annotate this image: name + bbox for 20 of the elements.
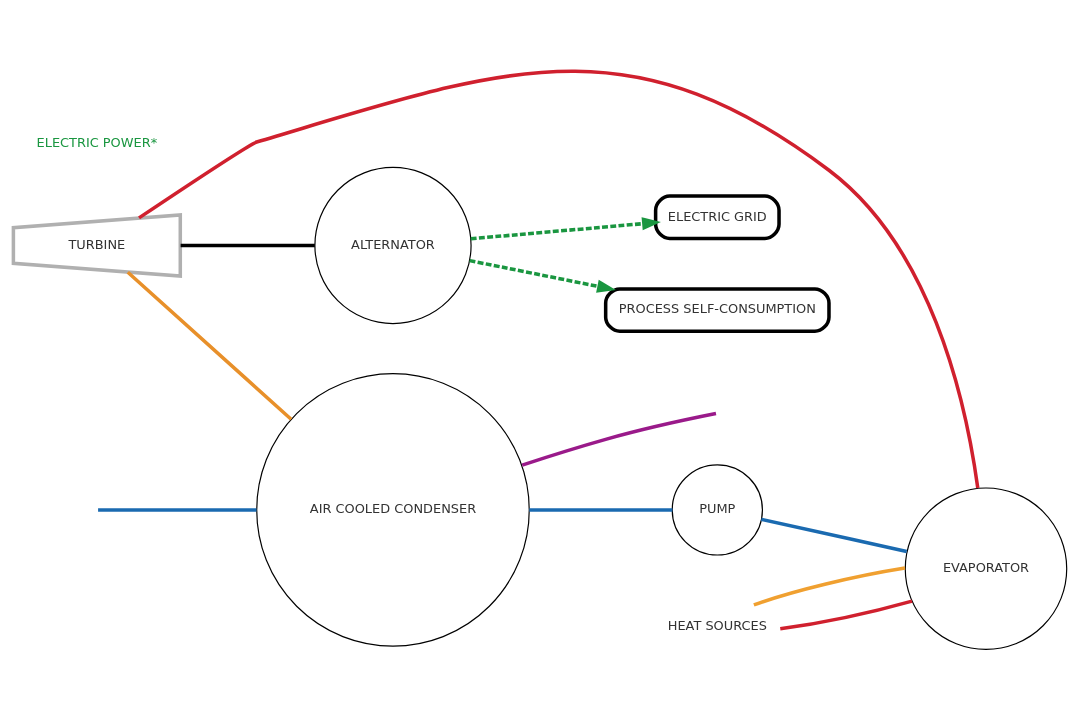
arrow <box>469 258 616 293</box>
connector <box>760 517 908 554</box>
connector <box>529 508 673 512</box>
connector <box>138 69 980 489</box>
connector <box>521 411 717 467</box>
connector <box>98 508 257 512</box>
connector <box>180 243 315 248</box>
arrow <box>470 217 661 241</box>
node-circle: EVAPORATOR <box>904 487 1068 650</box>
node-box: PROCESS SELF-CONSUMPTION <box>603 287 831 334</box>
node-circle: AIR COOLED CONDENSER <box>256 373 530 647</box>
connector <box>753 566 906 607</box>
connector <box>780 599 913 631</box>
node-text: HEAT SOURCES <box>667 617 767 633</box>
node-circle: PUMP <box>671 464 763 556</box>
connector <box>126 270 293 421</box>
node-box: ELECTRIC GRID <box>653 194 781 241</box>
node-box: TURBINE <box>11 213 183 278</box>
label: ELECTRIC POWER* <box>36 134 158 150</box>
node-circle: ALTERNATOR <box>314 166 472 325</box>
